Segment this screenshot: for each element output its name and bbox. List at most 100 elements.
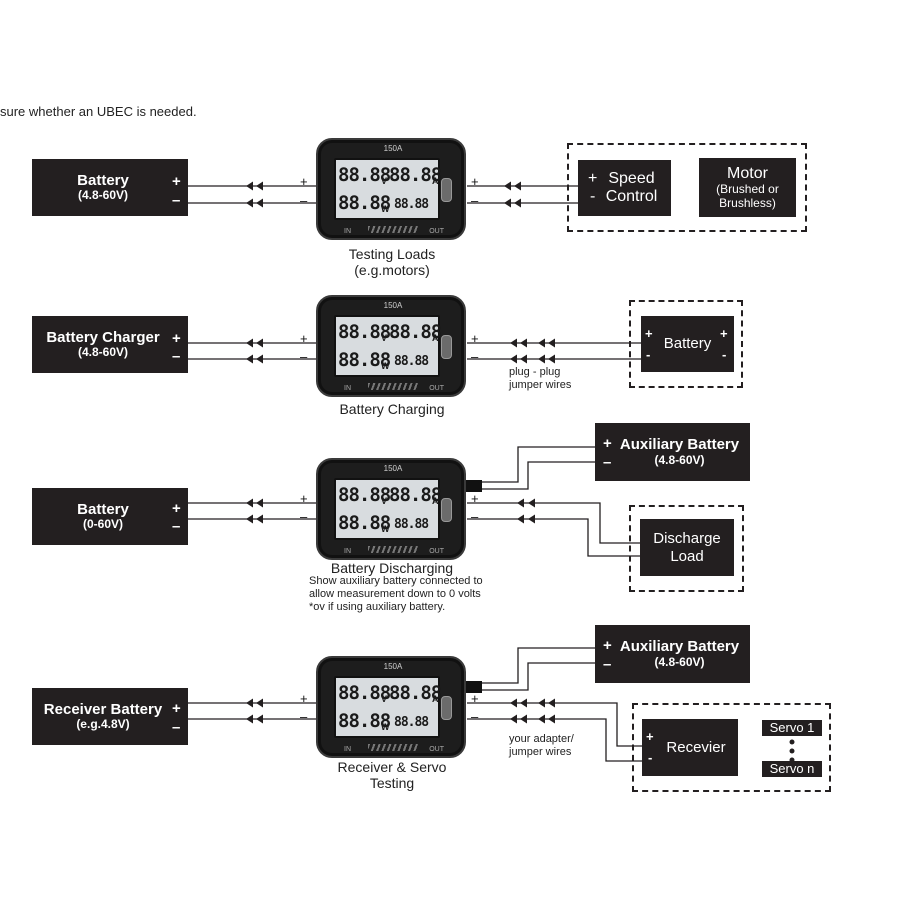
meter-rating: 150A [383,464,403,473]
meter-in-minus: – [300,193,308,208]
receiver-battery-source-block: Receiver Battery (e.g.4.8V) [32,688,188,745]
power-unit: W [381,524,390,534]
meter-out-label: OUT [429,746,444,753]
source-name: Battery Charger [46,328,160,346]
current-digits: 88.88 [389,164,442,186]
source-minus: – [172,518,181,535]
caption-testing-loads: Testing Loads (e.g.motors) [330,246,454,278]
meter-grip [368,226,418,233]
receiver-group-dashed [632,703,831,792]
voltage-digits: 88.88 [338,484,391,506]
adapter-note: your adapter/ jumper wires [509,733,574,759]
power-digits: 88.88 [338,710,391,732]
discharge-load-block: Discharge Load [640,519,734,576]
battery-load-dashed [629,300,743,388]
meter-in-label: IN [344,548,351,555]
motor-sub-2: Brushless) [719,195,776,210]
discharge-note: Show auxiliary battery connected to allo… [309,575,483,614]
meter-out-minus: – [471,193,479,208]
power-digits: 88.88 [338,512,391,534]
charger-source-block: Battery Charger (4.8-60V) [32,316,188,373]
source-plus: + [172,700,181,717]
aux-plus: + [603,435,612,452]
plug-plug-note: plug - plug jumper wires [509,366,571,392]
meter-button [441,335,452,359]
plug-plug-line-1: plug - plug [509,366,561,378]
current-unit: A [432,694,439,704]
servo-1-label: Servo 1 [769,719,815,735]
caption-line-1: Receiver & Servo [337,759,447,775]
meter-out-minus: – [471,709,479,724]
battery-minus-left: - [646,347,651,362]
source-name: Battery [77,171,129,189]
meter-screen: 88.88 V 88.88 A 88.88 W 88.88 [334,676,442,738]
aux-digits: 88.88 [394,354,429,369]
voltage-digits: 88.88 [338,682,391,704]
meter-button [441,498,452,522]
aux-range: (4.8-60V) [654,654,705,669]
adapter-line-1: your adapter/ [509,733,574,745]
meter-grip [368,383,418,390]
aux-digits: 88.88 [394,197,429,212]
source-plus: + [172,173,181,190]
note-line-2: allow measurement down to 0 volts [309,588,481,600]
aux-range: (4.8-60V) [654,452,705,467]
source-minus: – [172,348,181,365]
source-range: (4.8-60V) [77,188,129,203]
meter-in-plus: + [300,174,308,189]
voltage-unit: V [381,333,388,343]
load-group-dashed [567,143,807,232]
wattmeter-device: 150A 88.88 V 88.88 A 88.88 W 88.88 IN OU… [316,138,466,240]
meter-in-label: IN [344,228,351,235]
speed-control-line-2: Control [605,188,658,205]
voltage-unit: V [381,694,388,704]
note-line-3: *ov if using auxiliary battery. [309,601,446,613]
battery-plus-right: + [720,326,728,341]
motor-title: Motor [727,164,768,182]
caption-battery-discharging: Battery Discharging [318,560,466,576]
load-line-2: Load [670,547,704,565]
voltage-unit: V [381,176,388,186]
source-plus: + [172,500,181,517]
speed-minus: - [590,188,596,205]
meter-rating: 150A [383,144,403,153]
voltage-unit: V [381,496,388,506]
meter-out-label: OUT [429,385,444,392]
meter-grip [368,546,418,553]
meter-out-plus: + [471,174,479,189]
battery-load-label: Battery [663,335,712,353]
meter-screen: 88.88 V 88.88 A 88.88 W 88.88 [334,315,442,377]
receiver-plus: + [646,729,654,744]
battery-minus-right: - [722,347,727,362]
aux-connector [466,681,482,693]
meter-grip [368,744,418,751]
current-unit: A [432,176,439,186]
meter-in-plus: + [300,691,308,706]
meter-in-plus: + [300,331,308,346]
aux-digits: 88.88 [394,517,429,532]
meter-screen: 88.88 V 88.88 A 88.88 W 88.88 [334,158,442,220]
speed-plus: + [588,170,598,187]
current-digits: 88.88 [389,321,442,343]
caption-line-2: (e.g.motors) [354,262,430,279]
source-range: (e.g.4.8V) [76,717,130,732]
auxiliary-battery-block: Auxiliary Battery (4.8-60V) [595,423,750,481]
aux-title: Auxiliary Battery [619,638,740,656]
servo-ellipsis [789,739,795,763]
source-minus: – [172,192,181,209]
meter-rating: 150A [383,662,403,671]
source-minus: – [172,719,181,736]
caption-line-1: Testing Loads [348,246,436,262]
aux-title: Auxiliary Battery [619,436,740,454]
speed-control-block: Speed Control [578,160,671,216]
speed-control-line-1: Speed [608,169,655,187]
meter-button [441,178,452,202]
meter-out-label: OUT [429,548,444,555]
power-digits: 88.88 [338,192,391,214]
motor-block: Motor (Brushed or Brushless) [699,158,796,217]
meter-out-plus: + [471,331,479,346]
power-digits: 88.88 [338,349,391,371]
source-name: Receiver Battery [43,700,163,718]
note-line-1: Show auxiliary battery connected to [309,575,483,587]
meter-screen: 88.88 V 88.88 A 88.88 W 88.88 [334,478,442,540]
